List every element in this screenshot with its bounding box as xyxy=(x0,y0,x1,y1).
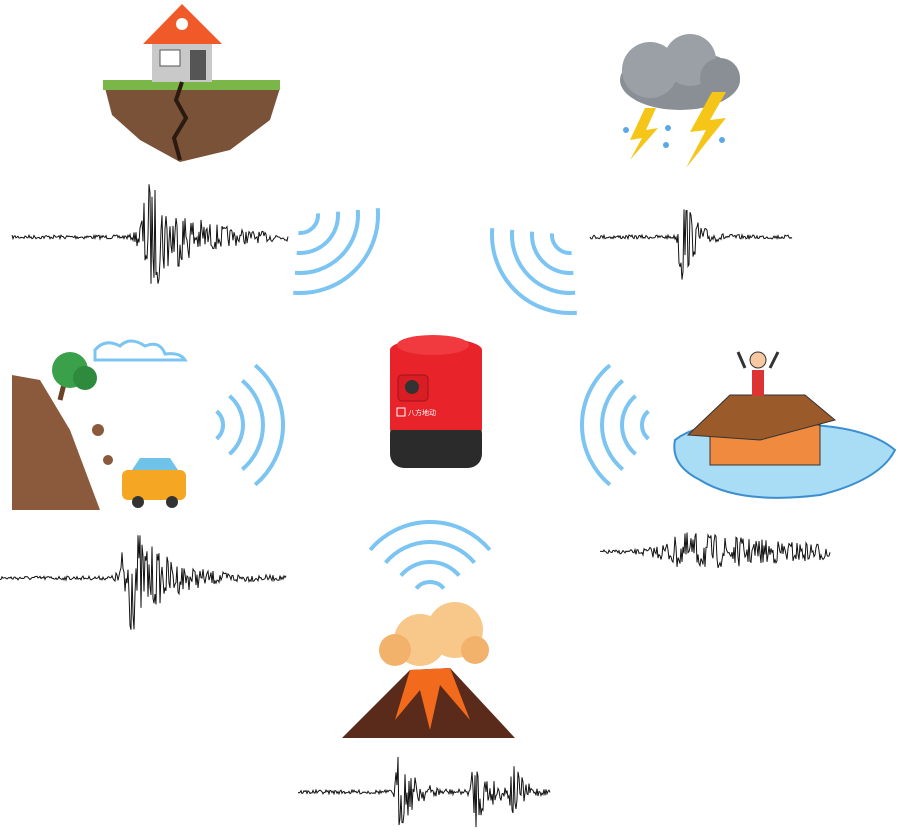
signal-arc xyxy=(600,379,625,471)
seismogram-storm xyxy=(589,209,793,280)
signal-arc xyxy=(384,540,476,565)
signal-arc xyxy=(228,394,245,456)
signal-arc xyxy=(510,229,576,295)
brand-logo: 八方地动 xyxy=(408,408,436,417)
signal-arc xyxy=(298,213,320,235)
signal-arc xyxy=(293,208,380,295)
seismogram-earthquake xyxy=(11,184,289,284)
signal-arc xyxy=(294,209,360,275)
signal-arc xyxy=(399,560,461,577)
signal-arc xyxy=(240,379,265,471)
seismogram-landslide xyxy=(0,535,287,630)
arcs-volcano xyxy=(368,520,492,590)
signal-waves xyxy=(215,208,650,590)
signal-arc xyxy=(253,363,285,487)
arcs-flood xyxy=(580,363,650,487)
cracked-house-icon xyxy=(103,4,280,162)
signal-arc xyxy=(414,580,446,590)
flooded-house-icon xyxy=(673,351,897,499)
signal-arc xyxy=(550,233,572,255)
volcano-icon xyxy=(342,602,515,738)
storm-cloud-icon xyxy=(620,34,740,168)
signal-arc xyxy=(580,363,612,487)
seismic-sensor-device[interactable]: 八方地动 xyxy=(390,335,482,468)
signal-arc xyxy=(368,520,492,552)
signal-arc xyxy=(490,228,577,315)
signal-arc xyxy=(296,211,340,255)
arcs-earthquake xyxy=(293,208,380,295)
signal-arc xyxy=(530,231,574,275)
arcs-storm xyxy=(490,228,577,315)
arcs-landslide xyxy=(215,363,285,487)
signal-arc xyxy=(215,409,225,441)
seismogram-flood xyxy=(599,532,831,568)
seismogram-volcano xyxy=(297,756,551,828)
signal-arc xyxy=(640,409,650,441)
landslide-icon xyxy=(12,339,188,510)
signal-arc xyxy=(620,394,637,456)
seismograms xyxy=(0,184,831,828)
